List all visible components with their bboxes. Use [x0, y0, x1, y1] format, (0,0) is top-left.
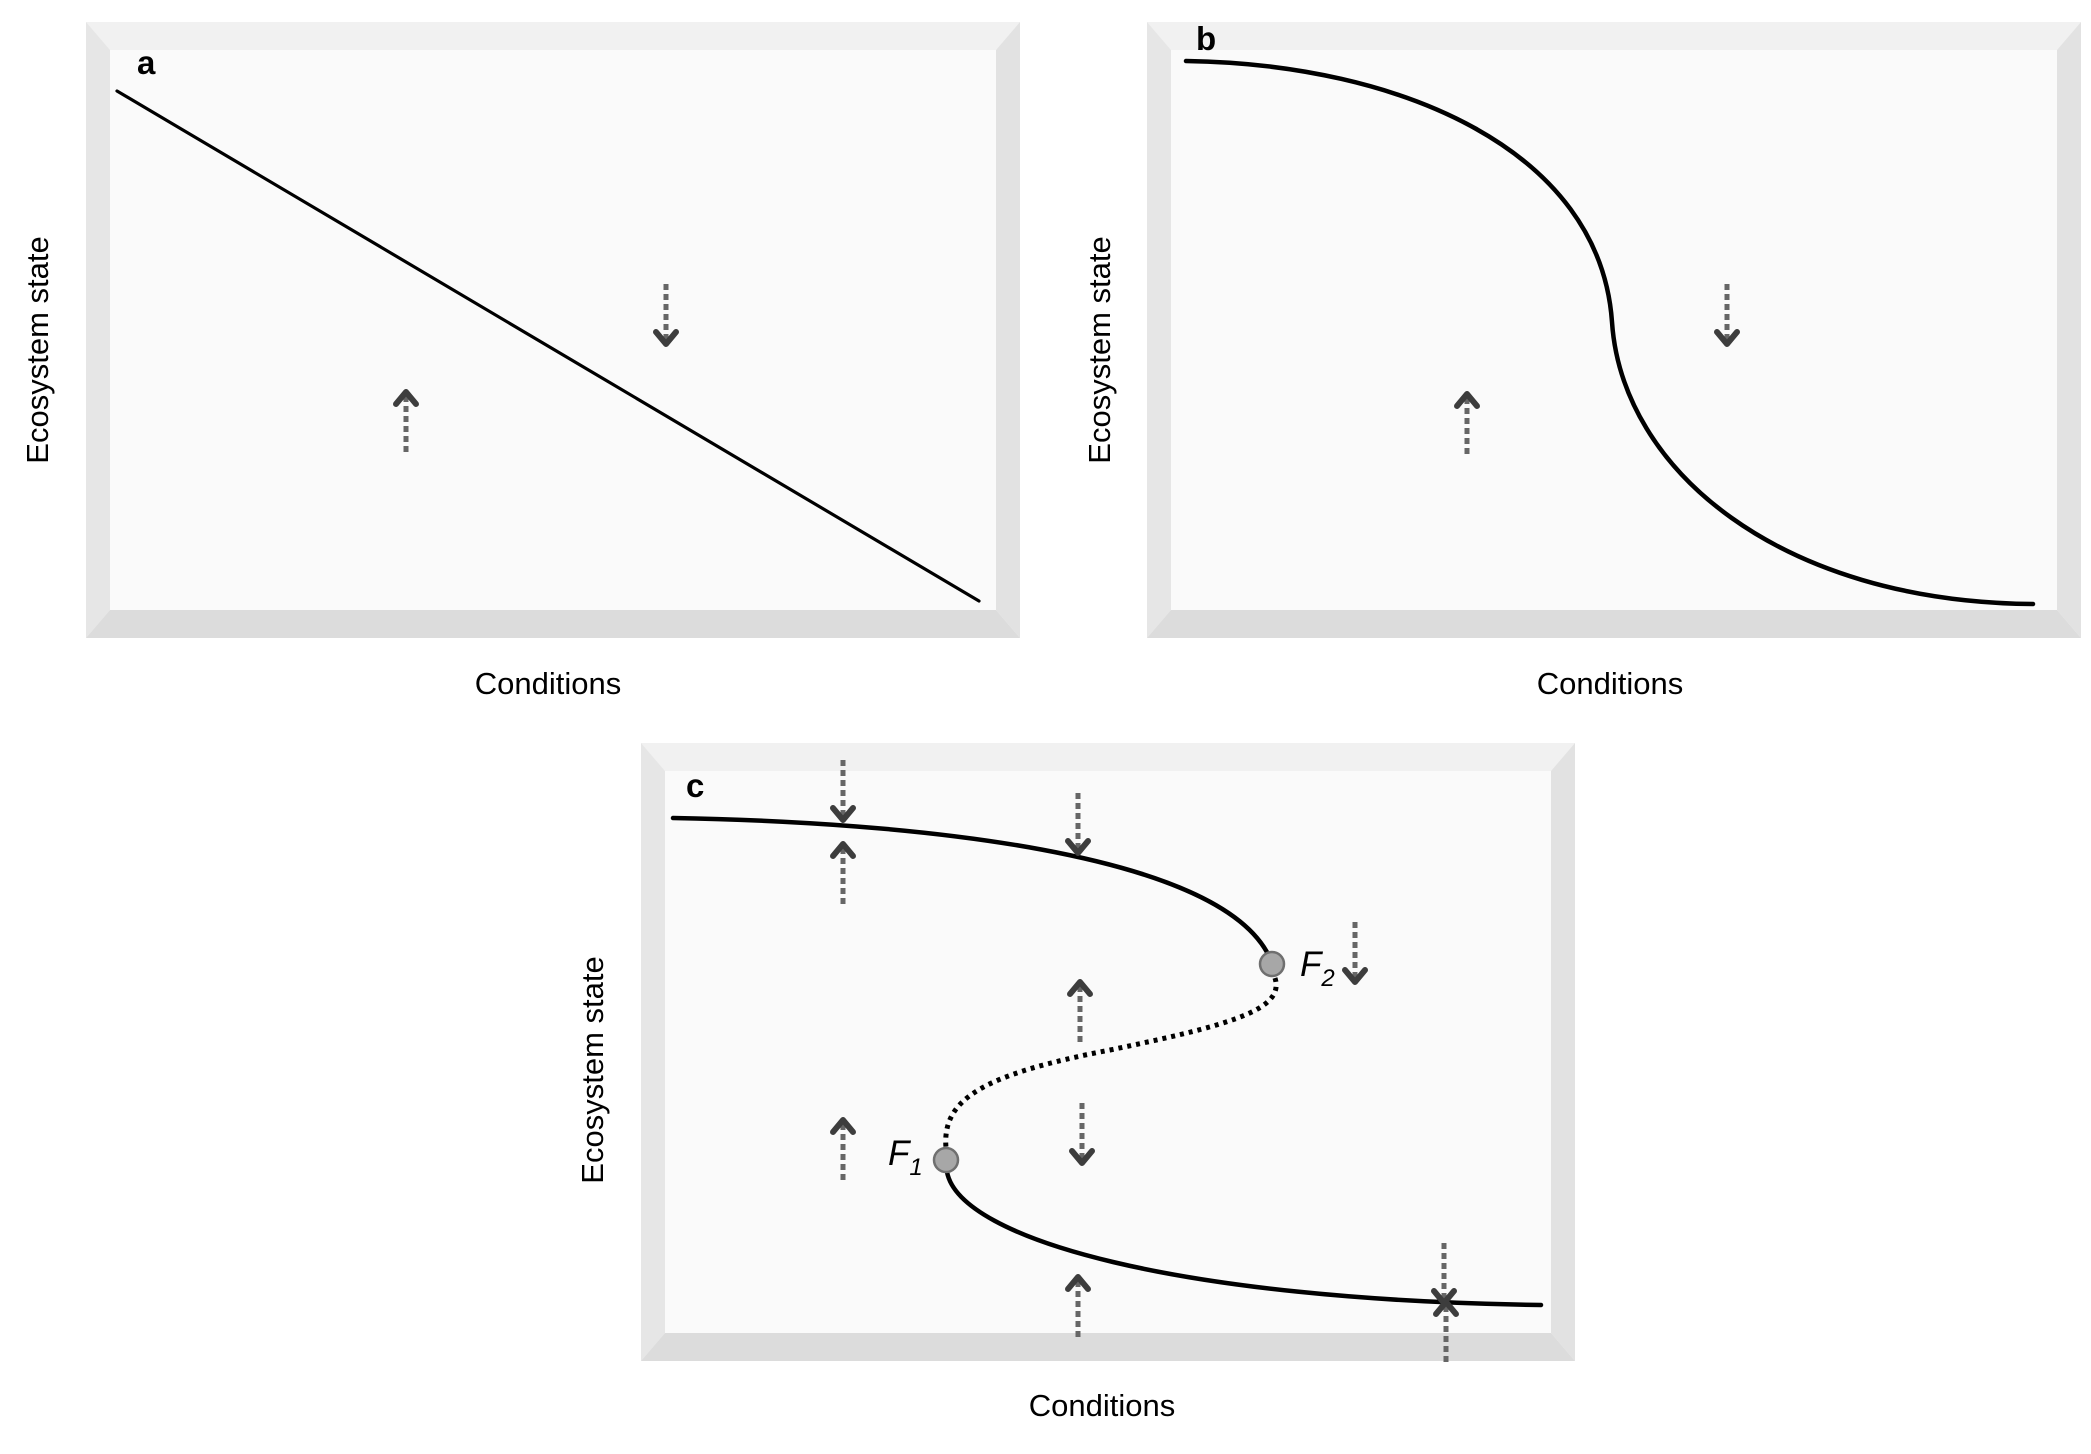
panel-b-x-label: Conditions — [1537, 666, 1683, 701]
fold-label-f1-sub: 1 — [909, 1154, 922, 1181]
panel-b-letter: b — [1196, 20, 1216, 57]
fold-label-f2-sub: 2 — [1320, 965, 1334, 992]
fold-label-f1-main: F — [888, 1134, 912, 1173]
panel-c-upper-stable-branch — [670, 815, 1275, 966]
panel-a-x-label: Conditions — [475, 666, 621, 701]
panel-a: a Conditions Ecosystem state — [20, 22, 1020, 701]
panel-c-frame — [641, 743, 1575, 1361]
fold-label-f2: F2 — [1300, 945, 1335, 992]
panel-a-linear-response-line — [115, 89, 981, 603]
fold-point-f2 — [1258, 950, 1286, 978]
panel-b-y-label: Ecosystem state — [1082, 236, 1117, 463]
panel-c-lower-stable-branch — [944, 1169, 1544, 1308]
panel-a-frame — [86, 22, 1020, 638]
panel-c-unstable-branch — [943, 977, 1279, 1149]
panel-a-letter: a — [137, 44, 156, 81]
panel-b-nonlinear-response-curve — [1183, 58, 2036, 607]
panel-c: c F2 F1 Conditions Ecosystem state — [575, 743, 1575, 1423]
panel-c-letter: c — [686, 767, 704, 804]
fold-label-f2-main: F — [1300, 945, 1324, 984]
panel-c-y-label: Ecosystem state — [575, 956, 610, 1183]
panel-a-y-label: Ecosystem state — [20, 236, 55, 463]
panel-c-x-label: Conditions — [1029, 1388, 1175, 1423]
panel-b: b Conditions Ecosystem state — [1082, 20, 2081, 701]
fold-point-f1 — [932, 1146, 960, 1174]
fold-label-f1: F1 — [888, 1134, 923, 1181]
